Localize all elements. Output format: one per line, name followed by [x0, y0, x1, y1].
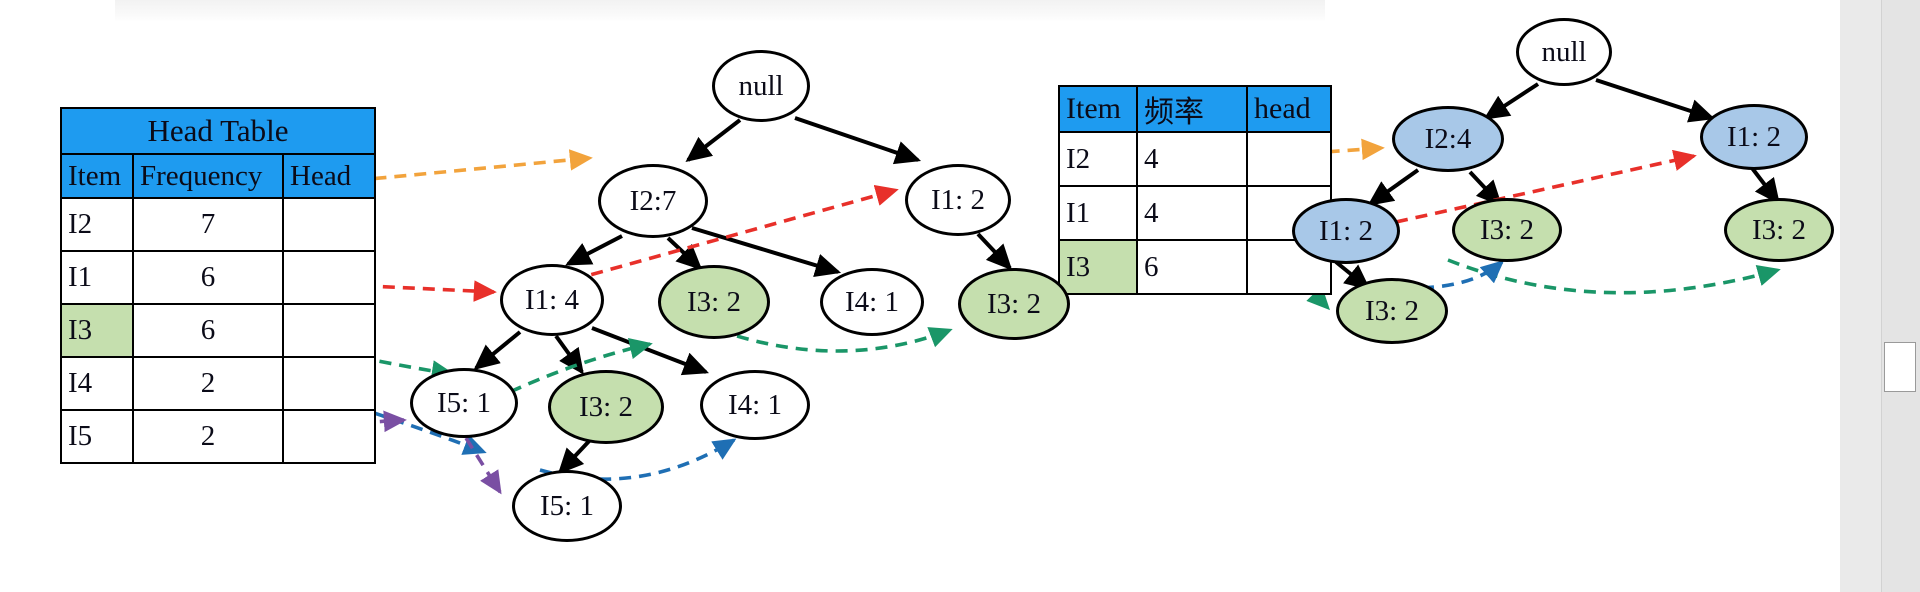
edge-i3c-i5b — [557, 436, 594, 475]
tree-node-i2-4: I2:4 — [1392, 106, 1504, 172]
tree-node-i1-2-right-a: I1: 2 — [1700, 104, 1808, 170]
head-table: Head Table Item Frequency Head I2 7 I1 6… — [60, 107, 376, 464]
column-header-head: Head — [282, 153, 376, 199]
row-item: I1 — [1058, 185, 1138, 241]
table-row: I2 4 — [1058, 131, 1332, 187]
row-head-pointer — [282, 356, 376, 411]
table-row: I4 2 — [60, 356, 376, 411]
column-header-item: Item — [60, 153, 134, 199]
conditional-head-table: Item 频率 head I2 4 I1 4 I3 6 — [1058, 85, 1332, 295]
table-row: I5 2 — [60, 409, 376, 464]
row-frequency: 4 — [1136, 185, 1248, 241]
node-link-i5-b — [464, 437, 502, 495]
row-frequency: 2 — [132, 356, 284, 411]
head-table-column-row: Item Frequency Head — [60, 153, 376, 199]
row-frequency: 6 — [132, 303, 284, 358]
edge-i14-i3c — [554, 334, 584, 375]
head-table-title-row: Head Table — [60, 107, 376, 155]
table-row: I1 6 — [60, 250, 376, 305]
edge-root-i1 — [794, 116, 922, 165]
vertical-scrollbar-track[interactable] — [1881, 0, 1920, 592]
row-item: I2 — [60, 197, 134, 252]
row-item: I1 — [60, 250, 134, 305]
tree-node-i3-2-right-a: I3: 2 — [1452, 198, 1562, 262]
row-item-highlighted: I3 — [1058, 239, 1138, 295]
cond-table-column-row: Item 频率 head — [1058, 85, 1332, 133]
row-frequency: 2 — [132, 409, 284, 464]
edge-i14-i5 — [473, 330, 522, 371]
page-top-band — [115, 0, 1325, 22]
table-row: I1 4 — [1058, 185, 1332, 241]
table-row: I3 6 — [1058, 239, 1332, 295]
row-head-pointer — [1246, 131, 1332, 187]
edge-i2-i1 — [565, 234, 623, 266]
head-table-title: Head Table — [60, 107, 376, 155]
tree-node-i1-2-left: I1: 2 — [905, 164, 1011, 236]
row-frequency: 6 — [132, 250, 284, 305]
tree-node-i1-4: I1: 4 — [500, 264, 604, 336]
edge-rroot-i2 — [1483, 82, 1540, 120]
row-item: I5 — [60, 409, 134, 464]
tree-node-i4-1-a: I4: 1 — [820, 268, 924, 336]
tree-node-i4-1-b: I4: 1 — [700, 370, 810, 440]
scroll-gutter — [1840, 0, 1882, 592]
column-header-item: Item — [1058, 85, 1138, 133]
table-row: I3 6 — [60, 303, 376, 358]
tree-node-i5-1-b: I5: 1 — [512, 470, 622, 542]
tree-node-null-left: null — [712, 50, 810, 122]
tree-node-i3-2-right-c: I3: 2 — [1336, 278, 1448, 344]
edge-rroot-i1a — [1595, 78, 1716, 123]
row-item: I2 — [1058, 131, 1138, 187]
column-header-frequency: Frequency — [132, 153, 284, 199]
row-head-pointer — [282, 197, 376, 252]
tree-node-i3-2-right-b: I3: 2 — [1724, 198, 1834, 262]
node-link-i3-e — [1447, 258, 1781, 295]
row-head-pointer — [282, 409, 376, 464]
tree-node-null-right: null — [1516, 18, 1612, 86]
tree-node-i3-2-c: I3: 2 — [548, 370, 664, 444]
tree-node-i2-7: I2:7 — [598, 164, 708, 238]
vertical-scrollbar-thumb[interactable] — [1884, 342, 1916, 392]
row-frequency: 4 — [1136, 131, 1248, 187]
tree-node-i3-2-b: I3: 2 — [958, 268, 1070, 340]
row-head-pointer — [282, 303, 376, 358]
row-frequency: 7 — [132, 197, 284, 252]
row-head-pointer — [282, 250, 376, 305]
edge-ri2-i1b — [1367, 168, 1420, 206]
row-frequency: 6 — [1136, 239, 1248, 295]
tree-node-i3-2-a: I3: 2 — [658, 265, 770, 339]
edge-i1-i3b — [976, 232, 1013, 271]
edge-i2-i3 — [666, 236, 703, 271]
column-header-frequency-cjk: 频率 — [1136, 85, 1248, 133]
row-item: I4 — [60, 356, 134, 411]
edge-ri1a-i3b — [1750, 166, 1780, 205]
tree-node-i1-2-right-b: I1: 2 — [1292, 198, 1400, 264]
row-item-highlighted: I3 — [60, 303, 134, 358]
right-tree-edges — [1334, 78, 1780, 291]
tree-node-i5-1-a: I5: 1 — [410, 368, 518, 438]
table-row: I2 7 — [60, 197, 376, 252]
node-link-i3-c — [717, 327, 953, 353]
column-header-head: head — [1246, 85, 1332, 133]
edge-root-i2 — [685, 118, 742, 162]
